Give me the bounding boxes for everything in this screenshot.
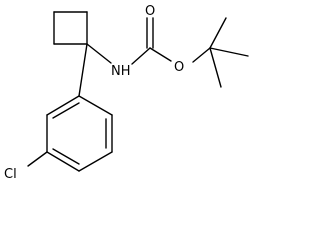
bond-aryl-chlorine bbox=[27, 151, 48, 167]
bond-n-carbonyl bbox=[131, 47, 151, 65]
cyclobutane-ring bbox=[53, 11, 88, 45]
nitrogen-label: NH bbox=[111, 64, 131, 79]
methyl-bottom bbox=[209, 47, 222, 88]
structure-diagram: NH O O Cl bbox=[4, 4, 249, 182]
bond-c-n bbox=[86, 43, 112, 64]
methyl-top bbox=[209, 17, 227, 49]
chlorine-label: Cl bbox=[4, 167, 17, 182]
carbonyl-double-bond bbox=[146, 17, 154, 49]
methyl-right bbox=[209, 47, 249, 57]
aromatic-inner-bond bbox=[52, 148, 80, 165]
ester-oxygen-label: O bbox=[174, 60, 184, 75]
tert-butyl-group bbox=[209, 17, 249, 88]
bond-c-aryl bbox=[78, 43, 88, 97]
aromatic-inner-bond bbox=[52, 102, 80, 119]
carbonyl-oxygen-label: O bbox=[145, 4, 155, 19]
bond-oxygen-tbutyl bbox=[192, 47, 211, 63]
bond-carbonyl-oxygen bbox=[149, 47, 172, 62]
chlorophenyl-ring bbox=[46, 95, 113, 172]
